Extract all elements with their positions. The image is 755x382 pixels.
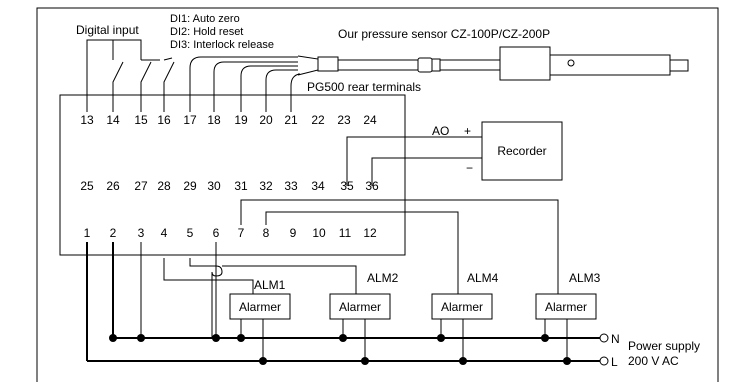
di1-label: DI1: Auto zero (170, 13, 240, 25)
l-label: L (611, 355, 618, 369)
junction-dot (339, 334, 347, 342)
ao-plus-label: + (464, 124, 471, 138)
alm2-tag: ALM2 (367, 271, 399, 285)
recorder-box (481, 121, 563, 181)
digital-input-switches (86, 39, 175, 112)
power-supply-label: Power supply (628, 339, 700, 353)
alm1-tag: ALM1 (254, 278, 286, 292)
alarmer-3-box (535, 293, 597, 320)
alarmer-2-box (329, 293, 391, 320)
terminal-row-2: 25 26 27 28 29 30 31 32 33 34 35 36 (80, 179, 379, 193)
terminal-number: 35 (340, 179, 354, 193)
terminal-number: 6 (213, 226, 220, 240)
junction-dot (109, 334, 117, 342)
ao-minus-label: − (466, 161, 473, 175)
terminal-number: 15 (134, 113, 148, 127)
junction-dots (109, 334, 571, 365)
terminal-number: 14 (106, 113, 120, 127)
digital-input-label: Digital input (76, 23, 139, 37)
terminal-number: 2 (110, 226, 117, 240)
terminal-number: 16 (157, 113, 171, 127)
terminal-number: 13 (80, 113, 94, 127)
terminal-n-circle (599, 333, 609, 343)
alarmer-4-label: Alarmer (441, 300, 483, 314)
terminal-number: 19 (234, 113, 248, 127)
alarmer-1-label: Alarmer (239, 300, 281, 314)
alarmer-4-box (431, 293, 493, 320)
terminal-number: 3 (138, 226, 145, 240)
junction-dot (212, 334, 220, 342)
terminal-l-circle (599, 356, 609, 366)
di3-label: DI3: Interlock release (170, 39, 274, 51)
sensor-label: Our pressure sensor CZ-100P/CZ-200P (338, 27, 550, 41)
alarm-wiring (163, 199, 559, 294)
terminal-number: 1 (84, 226, 91, 240)
terminal-number: 36 (365, 179, 379, 193)
terminal-number: 4 (161, 226, 168, 240)
sensor-cable (189, 55, 319, 112)
rear-terminals-label: PG500 rear terminals (307, 80, 421, 94)
terminal-number: 5 (187, 226, 194, 240)
terminal-number: 23 (337, 113, 351, 127)
junction-dot (137, 334, 145, 342)
terminal-number: 28 (157, 179, 171, 193)
terminal-number: 10 (312, 226, 326, 240)
junction-dot (237, 334, 245, 342)
recorder-label: Recorder (497, 144, 546, 158)
alarmer-1-box (229, 293, 291, 320)
terminal-row-3: 1 2 3 4 5 6 7 8 9 10 11 12 (84, 226, 377, 240)
recorder-wiring (346, 136, 482, 186)
terminal-number: 22 (311, 113, 325, 127)
pressure-sensor (317, 46, 689, 81)
terminal-number: 18 (207, 113, 221, 127)
junction-dot (259, 357, 267, 365)
junction-dot (437, 334, 445, 342)
terminal-number: 34 (311, 179, 325, 193)
terminal-number: 29 (183, 179, 197, 193)
terminal-number: 21 (284, 113, 298, 127)
terminal-number: 20 (259, 113, 273, 127)
di2-label: DI2: Hold reset (170, 26, 243, 38)
alarmer-boxes (229, 293, 597, 320)
terminal-number: 8 (263, 226, 270, 240)
terminal-row-1: 13 14 15 16 17 18 19 20 21 22 23 24 (80, 113, 377, 127)
junction-dot (563, 357, 571, 365)
alarmer-3-label: Alarmer (545, 300, 587, 314)
terminal-number: 33 (284, 179, 298, 193)
terminal-number: 17 (183, 113, 197, 127)
terminal-number: 9 (290, 226, 297, 240)
terminal-number: 7 (238, 226, 245, 240)
terminal-number: 26 (106, 179, 120, 193)
junction-dot (459, 357, 467, 365)
junction-dot (361, 357, 369, 365)
terminal-number: 24 (363, 113, 377, 127)
voltage-label: 200 V AC (628, 354, 679, 368)
terminal-number: 31 (234, 179, 248, 193)
terminal-number: 11 (339, 226, 352, 240)
alm4-tag: ALM4 (467, 271, 499, 285)
alarmer-2-label: Alarmer (339, 300, 381, 314)
terminal-number: 25 (80, 179, 94, 193)
terminal-number: 30 (207, 179, 221, 193)
power-buses (86, 242, 600, 362)
junction-dot (541, 334, 549, 342)
ao-label: AO (432, 124, 449, 138)
outer-frame (36, 7, 719, 382)
terminal-number: 12 (363, 226, 377, 240)
alm3-tag: ALM3 (569, 271, 601, 285)
n-label: N (611, 332, 620, 346)
terminal-number: 32 (259, 179, 273, 193)
terminal-number: 27 (134, 179, 148, 193)
